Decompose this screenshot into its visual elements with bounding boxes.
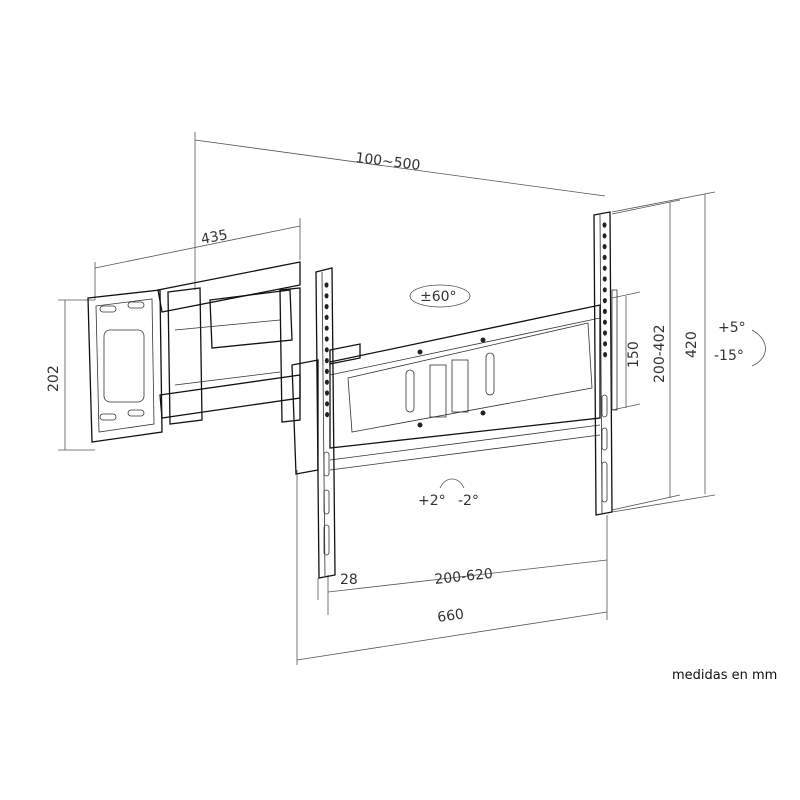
rail-hole — [602, 244, 607, 250]
dim-min-depth: 28 — [340, 572, 358, 588]
rail-hole — [602, 233, 607, 239]
rail-hole — [324, 314, 329, 320]
rail-hole — [324, 358, 329, 364]
dim-width-range: 200-620 — [434, 566, 494, 588]
rail-hole — [602, 287, 607, 293]
dim-tilt-up: +5° — [718, 320, 746, 336]
rail-hole — [602, 265, 607, 271]
dim-wall-plate-height: 202 — [46, 365, 62, 392]
rail-hole — [325, 412, 330, 418]
dim-level-plus: +2° — [418, 493, 446, 509]
dim-wall-plate-spacing: 150 — [626, 341, 642, 368]
wall-plate — [87, 289, 163, 443]
rail-hole — [602, 222, 607, 228]
dim-total-width: 660 — [436, 606, 465, 626]
rail-hole — [602, 254, 607, 260]
rail-hole — [325, 401, 330, 407]
rail-hole — [324, 336, 329, 342]
rail-hole — [602, 308, 607, 314]
rail-hole — [324, 379, 329, 385]
rail-hole — [324, 368, 329, 374]
dim-rail-height: 420 — [684, 331, 700, 358]
units-note: medidas en mm — [672, 668, 777, 683]
dimension-lines — [58, 132, 766, 665]
rail-hole — [325, 390, 329, 396]
dim-vesa-width-range: 100~500 — [355, 150, 422, 174]
rail-hole — [324, 282, 329, 288]
rail-hole — [602, 319, 607, 325]
dim-arm-extension: 435 — [200, 227, 229, 248]
rail-hole — [603, 330, 607, 336]
dim-vesa-height-range: 200-402 — [652, 325, 668, 384]
rail-hole — [324, 325, 329, 331]
right-vertical-rail — [593, 211, 618, 516]
crossbar — [329, 304, 601, 471]
rail-hole — [603, 341, 608, 347]
rail-hole — [603, 352, 608, 358]
dim-swivel: ±60° — [420, 289, 457, 305]
dim-tilt-down: -15° — [714, 348, 744, 364]
left-vertical-rail — [315, 267, 336, 579]
rail-hole — [602, 298, 607, 304]
rail-hole — [324, 304, 329, 310]
rail-hole — [324, 293, 329, 299]
rail-hole — [324, 347, 329, 353]
rail-hole — [602, 276, 607, 282]
dim-level-minus: -2° — [458, 493, 479, 509]
